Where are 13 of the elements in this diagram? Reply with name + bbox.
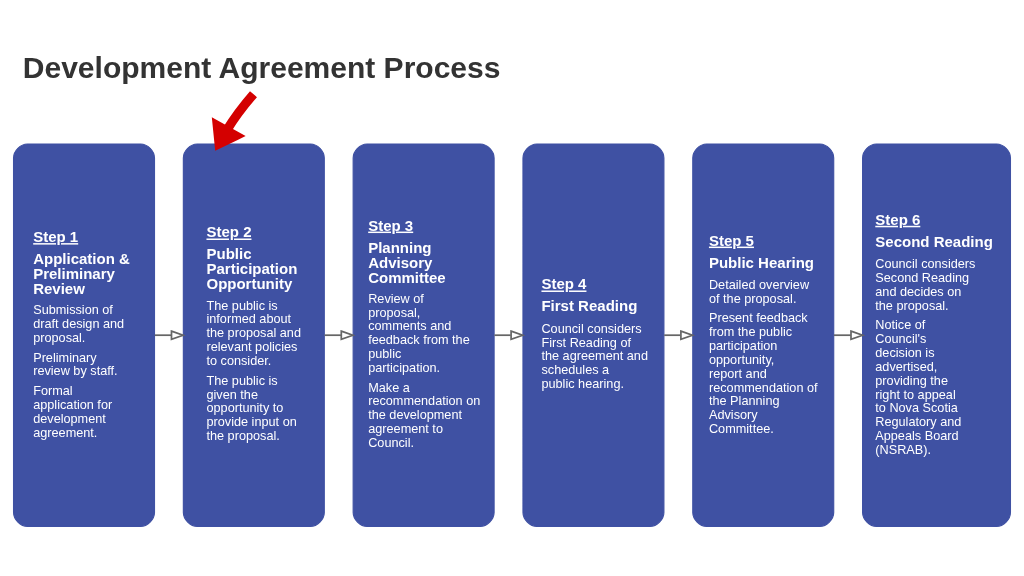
arrow — [493, 329, 526, 340]
arrow — [323, 329, 356, 340]
arrow — [833, 329, 866, 340]
arrow — [663, 329, 696, 340]
node-box: Step 4 First Reading Council considers First Reading of the agreement and schedules a public hearing. — [522, 142, 665, 527]
arrow — [211, 90, 257, 151]
diagram-title: Development Agreement Process — [22, 50, 501, 84]
arrow — [153, 329, 186, 340]
node-box: Step 6 Second Reading Council considers Second Reading and decides on the proposal. Notice of Council's decision is advertised, providing the right to appeal to Nova Scotia Regulatory and Appeals Board (NSRAB). — [862, 142, 1012, 527]
node-box: Step 3 Planning Advisory Committee Review of proposal, comments and feedback from the public participation. Make a recommendation on the development agreement to Council. — [352, 142, 495, 527]
node-box: Step 2 Public Participation Opportunity The public is informed about the proposal and relevant policies to consider. The public is given the opportunity to provide input on the proposal. — [182, 142, 325, 527]
node-box: Step 5 Public Hearing Detailed overview of the proposal. Present feedback from the public participation opportunity, report and recommendation of the Planning Advisory Committee. — [692, 142, 835, 527]
node-box: Step 1 Application & Preliminary Review Submission of draft design and proposal. Preliminary review by staff. Formal application for development agreement. — [12, 142, 156, 527]
